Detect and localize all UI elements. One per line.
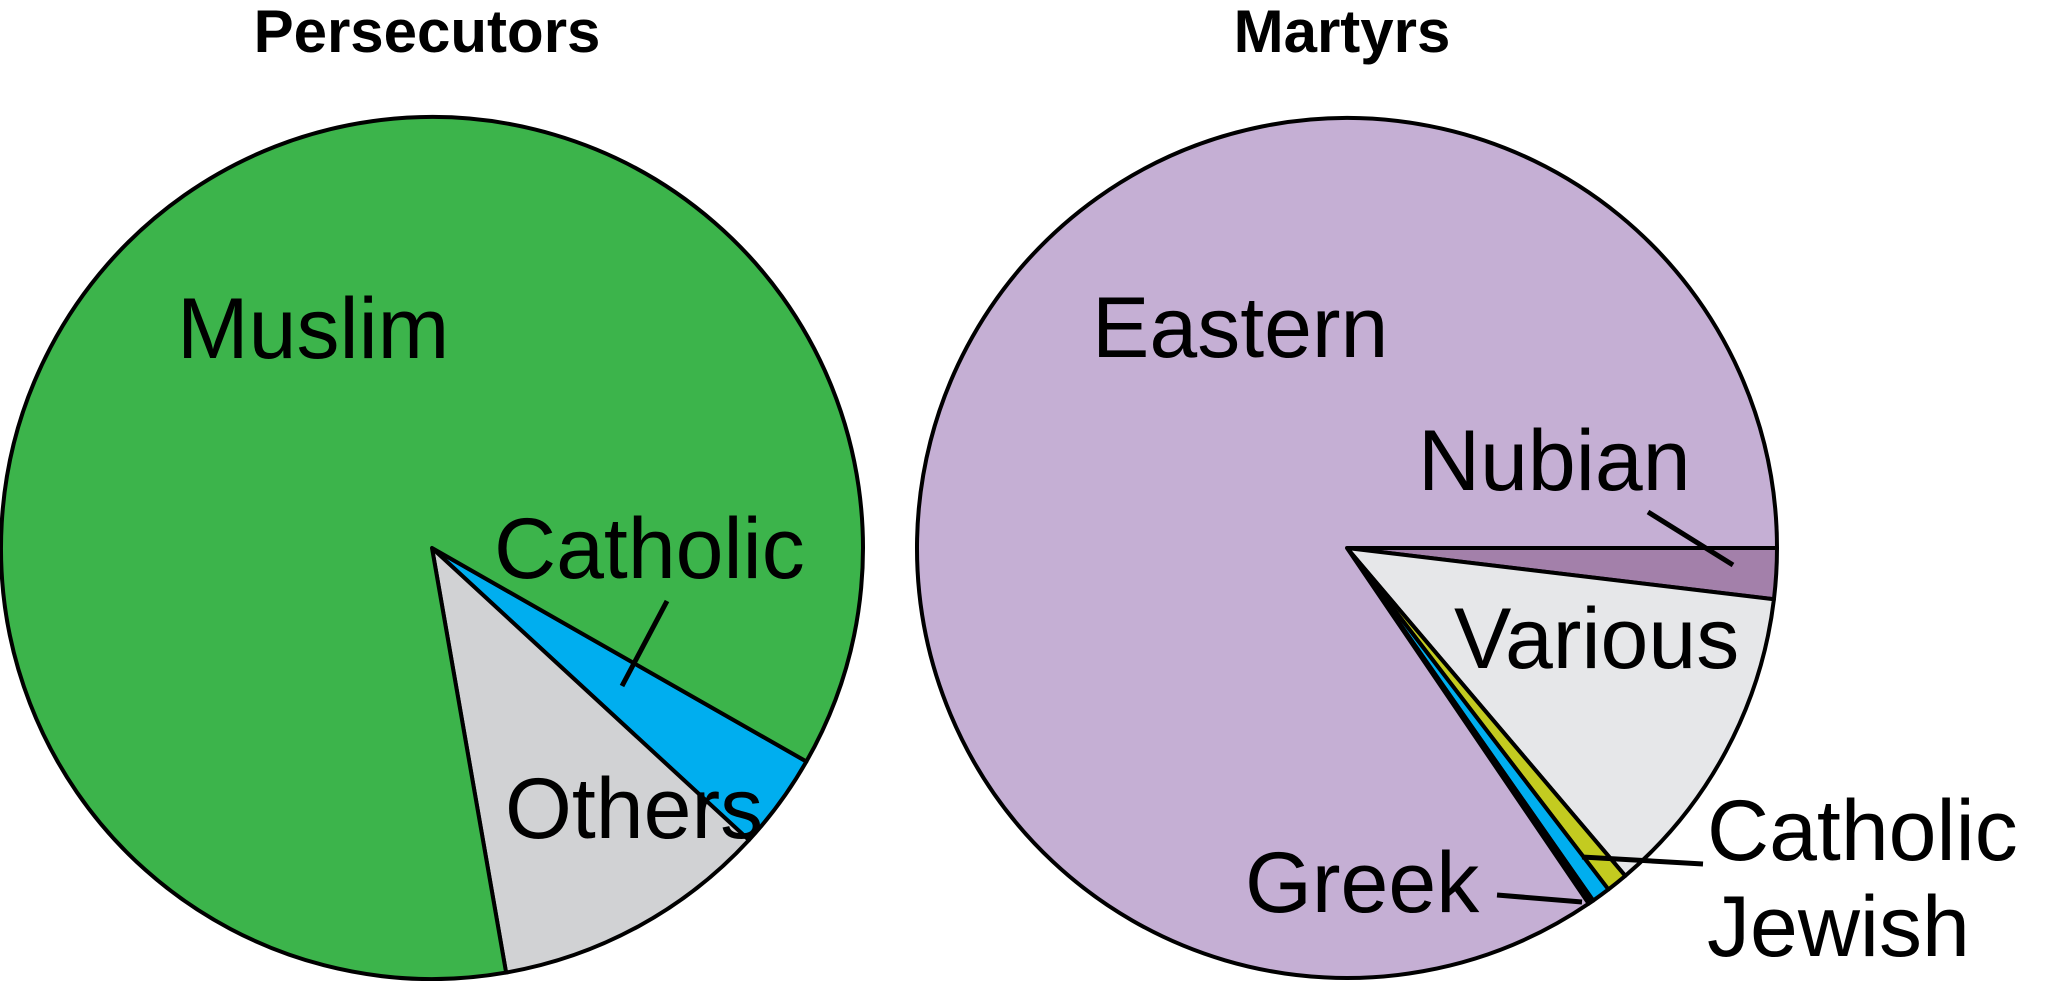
leader-line-greek — [1496, 892, 1583, 905]
leader-line-catholic-persecutors — [619, 599, 670, 688]
persecutors-pie — [0, 115, 865, 981]
label-catholic-martyrs: Catholic — [1707, 783, 2018, 879]
pie-slice-various — [1345, 546, 1776, 878]
leader-line-nubian — [1646, 509, 1735, 568]
label-jewish: Jewish — [1707, 879, 1970, 975]
martyrs-pie — [915, 116, 1779, 981]
pie-slice-eastern — [915, 116, 1779, 981]
label-catholic-persecutors: Catholic — [494, 501, 805, 597]
label-various: Various — [1454, 591, 1739, 687]
label-others: Others — [505, 761, 763, 857]
label-muslim: Muslim — [177, 281, 449, 377]
label-greek: Greek — [1245, 835, 1480, 931]
label-nubian: Nubian — [1418, 413, 1691, 509]
pie-slice-muslim — [0, 115, 865, 981]
persecutors-title: Persecutors — [254, 0, 601, 65]
label-eastern: Eastern — [1092, 280, 1388, 376]
martyrs-title: Martyrs — [1234, 0, 1451, 65]
leader-line-catholic-martyrs — [1581, 854, 1704, 867]
pie-slice-others — [430, 546, 751, 975]
